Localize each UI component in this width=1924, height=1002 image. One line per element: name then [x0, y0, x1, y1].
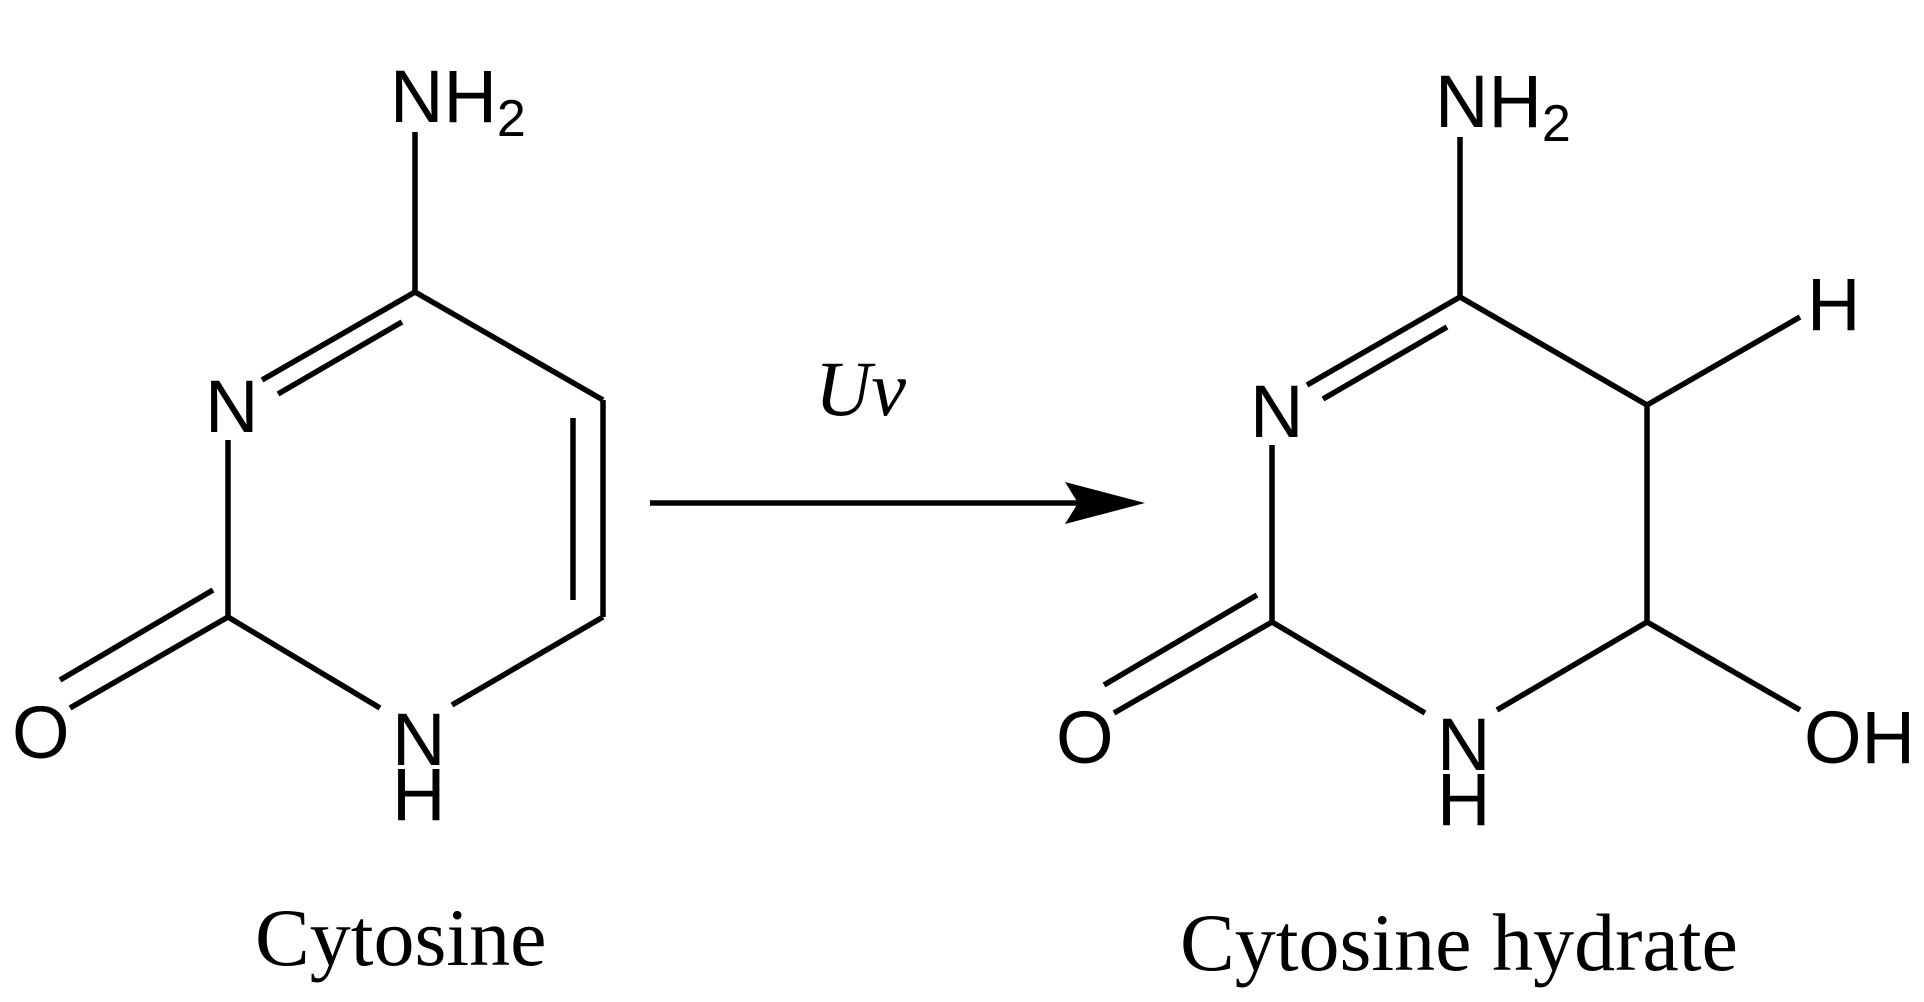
- c5-hydrogen-label: H: [1807, 263, 1860, 346]
- cytosine-structure: NH2 N N H O: [12, 55, 606, 836]
- ring-nitrogen-n1-hydrogen-label: H: [392, 753, 445, 836]
- bond-c4-c5: [413, 289, 605, 403]
- bond-c4-n3-double: [1305, 294, 1462, 388]
- amino-group-label: NH2: [1435, 60, 1571, 153]
- bond-c5-h: [1645, 314, 1802, 408]
- product-name: Cytosine hydrate: [1180, 897, 1738, 988]
- arrow-head: [1065, 482, 1145, 524]
- hydroxyl-group-label: OH: [1804, 696, 1915, 779]
- amino-group-label: NH2: [390, 55, 526, 148]
- bond-c4-n3-double: [260, 289, 417, 383]
- bond-c4-n3-inner: [1321, 324, 1449, 402]
- ring-nitrogen-n3-label: N: [205, 365, 258, 448]
- bond-c6-n1: [450, 614, 605, 708]
- bond-c4-n3-inner: [276, 319, 404, 397]
- ring-nitrogen-n1-label: N: [1437, 703, 1490, 786]
- bond-c4-c5: [1458, 294, 1649, 408]
- ring-nitrogen-n3-label: N: [1250, 370, 1303, 453]
- reaction-condition-label: Uv: [815, 345, 906, 432]
- reaction-arrow: [650, 482, 1145, 524]
- carbonyl-oxygen-label: O: [12, 691, 70, 774]
- bond-c6-n1: [1495, 619, 1649, 713]
- bond-n1-c2: [226, 614, 382, 711]
- bond-n1-c2: [1270, 619, 1427, 716]
- bond-c2-o-inner: [58, 587, 215, 683]
- bond-c2-o-inner: [1102, 592, 1259, 688]
- carbonyl-oxygen-label: O: [1056, 696, 1114, 779]
- bond-c2-o-double: [68, 614, 230, 711]
- cytosine-hydrate-structure: NH2 N N H O H OH: [1056, 60, 1915, 841]
- ring-nitrogen-n1-hydrogen-label: H: [1437, 758, 1490, 841]
- bond-c2-o-double: [1112, 619, 1274, 716]
- reactant-name: Cytosine: [255, 892, 547, 983]
- ring-nitrogen-n1-label: N: [392, 698, 445, 781]
- bond-c6-oh: [1645, 619, 1802, 713]
